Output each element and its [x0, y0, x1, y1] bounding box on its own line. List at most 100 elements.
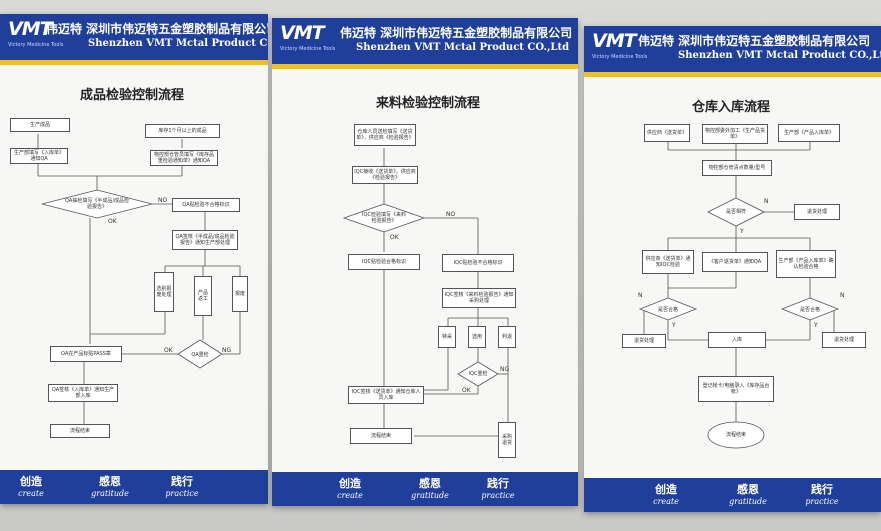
flow-node: 登记帐卡/电脑录入《库存品台帐》: [698, 376, 774, 402]
company-name-en: Shenzhen VMT Mctal Product CO.,Ltd: [678, 50, 881, 61]
board-warehouse-storage: VMT Victory Medicine Tools 伟迈特 深圳市伟迈特五金塑…: [584, 26, 881, 512]
decision-node: IQC检验填写《来料检验报告》: [362, 212, 406, 224]
vmt-logo: VMT: [592, 30, 637, 52]
board-header: VMT Victory Medicine Tools 伟迈特 深圳市伟迈特五金塑…: [272, 18, 578, 64]
footer-motto: 感恩: [737, 483, 759, 496]
branch-label: Y: [672, 322, 676, 329]
company-name-en: Shenzhen VMT Mctal Product CO.,Ltd: [88, 38, 268, 49]
footer-motto-en: gratitude: [91, 489, 129, 498]
flow-node: 物控部委外加工《生产品货单》: [702, 124, 768, 144]
vmt-logo: VMT: [280, 22, 325, 44]
flow-node: 物控部仓管员填写《库存品重检验通知单》通知QA: [150, 150, 218, 166]
footer-motto: 感恩: [99, 475, 121, 488]
flow-node: 物控部仓管清点数量/型号: [702, 160, 772, 176]
yellow-stripe: [272, 64, 578, 69]
flow-node: QA在产品标贴PASS章: [50, 346, 122, 362]
footer-motto-en: create: [337, 491, 363, 500]
flow-title: 仓库入库流程: [692, 100, 771, 115]
flow-node: 采购退货: [498, 422, 516, 458]
flow-node: 供应商《送货单》通知IQC检验: [642, 250, 694, 274]
flow-node: 退货处理: [822, 332, 866, 348]
footer-motto: 创造: [20, 475, 42, 488]
footer-motto: 践行: [171, 475, 193, 488]
flow-node: 流程结束: [50, 424, 110, 438]
footer-motto-en: gratitude: [729, 497, 767, 506]
branch-label: OK: [462, 387, 471, 394]
flow-node: 报废: [232, 276, 248, 312]
flow-node: IQC贴检验合格标识: [348, 254, 420, 270]
flow-node: IQC接收《送货单》，供应商《检验报告》: [352, 166, 418, 184]
flow-node: 入库: [708, 332, 766, 348]
logo-subtitle: Victory Medicine Tools: [280, 46, 336, 52]
flow-node: 判退: [498, 326, 516, 348]
flow-node: 生产成品: [10, 118, 70, 132]
company-name-cn: 伟迈特 深圳市伟迈特五金塑胶制品有限公司: [46, 22, 268, 36]
flow-node: 生产部《产品入库单》确认检验合格: [776, 250, 836, 278]
decision-node: QA抽检填写《半成品/成品检验报告》: [64, 198, 130, 210]
branch-label: N: [840, 292, 845, 299]
flow-node: 选别报废处理: [154, 272, 174, 312]
branch-label: OK: [164, 347, 173, 354]
branch-label: Y: [814, 322, 818, 329]
branch-label: NO: [158, 197, 168, 204]
branch-label: N: [638, 292, 643, 299]
footer-motto: 践行: [811, 483, 833, 496]
flow-node: IQC签核《送货单》通知仓库人员入库: [348, 386, 424, 404]
flow-node: 选用: [468, 326, 486, 348]
decision-node: IQC重检: [468, 371, 488, 377]
branch-label: OK: [108, 218, 117, 225]
decision-node: 是否合格: [799, 306, 820, 313]
branch-label: NO: [446, 211, 456, 218]
company-name-cn: 伟迈特 深圳市伟迈特五金塑胶制品有限公司: [340, 26, 573, 40]
decision-node: 是否相符: [725, 209, 746, 215]
footer-motto-en: create: [653, 497, 679, 506]
logo-subtitle: Victory Medicine Tools: [8, 42, 64, 48]
board-incoming-material-inspection: VMT Victory Medicine Tools 伟迈特 深圳市伟迈特五金塑…: [272, 18, 578, 506]
footer-motto: 创造: [339, 477, 361, 490]
flow-connectors: [342, 148, 509, 442]
flow-node: QA签核《入库单》通知生产部入库: [48, 384, 118, 402]
flow-node: QA贴检验不合格标识: [172, 198, 240, 212]
decision-node: QA重检: [191, 352, 209, 358]
branch-label: OK: [390, 234, 399, 241]
logo-subtitle: Victory Medicine Tools: [592, 54, 648, 60]
flow-node: QA签核《半成品/成品检验报告》通知生产部处理: [172, 230, 238, 250]
flow-node: 退货处理: [622, 334, 666, 348]
footer-motto: 创造: [655, 483, 677, 496]
footer-motto-en: gratitude: [411, 491, 449, 500]
branch-label: Y: [740, 228, 744, 235]
footer-motto: 感恩: [419, 477, 441, 490]
board-header: VMT Victory Medicine Tools 伟迈特 深圳市伟迈特五金塑…: [584, 26, 881, 72]
flow-node: 流程结束: [350, 428, 412, 444]
decision-node: 是否合格: [657, 306, 678, 313]
flow-node: 生产部《产品入库单》: [778, 124, 840, 142]
yellow-stripe: [584, 72, 881, 77]
flow-node: 库存1个月以上的成品: [145, 124, 220, 138]
flow-node: 仓库人员送检填写《送货单》，供应商《检验报告》: [354, 124, 416, 146]
flow-node: 生产部填写《入库单》通知QA: [10, 148, 68, 164]
footer-motto-en: create: [18, 489, 44, 498]
footer-motto-en: practice: [481, 491, 515, 500]
flow-node: 特采: [438, 326, 456, 348]
flow-connectors: [638, 142, 840, 449]
flow-node: 供应商《送货单》: [644, 124, 690, 142]
yellow-stripe: [0, 60, 268, 65]
branch-label: NG: [500, 366, 510, 373]
flow-connectors: [37, 134, 241, 424]
footer-motto-en: practice: [165, 489, 199, 498]
company-name-en: Shenzhen VMT Mctal Product CO.,Ltd: [356, 42, 570, 53]
flow-node: IQC签核《来料检验报告》通知采购处理: [442, 288, 516, 308]
branch-label: N: [764, 198, 769, 205]
end-node: 流程结束: [725, 432, 746, 438]
flow-node: IQC贴检验不合格标识: [442, 254, 514, 272]
footer-motto-en: practice: [805, 497, 839, 506]
flow-node: 《客户退货单》通知QA: [702, 252, 768, 272]
footer-motto: 践行: [487, 477, 509, 490]
flow-title: 来料检验控制流程: [376, 96, 481, 111]
branch-label: NG: [222, 347, 232, 354]
company-name-cn: 伟迈特 深圳市伟迈特五金塑胶制品有限公司: [638, 34, 871, 48]
flow-node: 退货处理: [794, 204, 840, 220]
